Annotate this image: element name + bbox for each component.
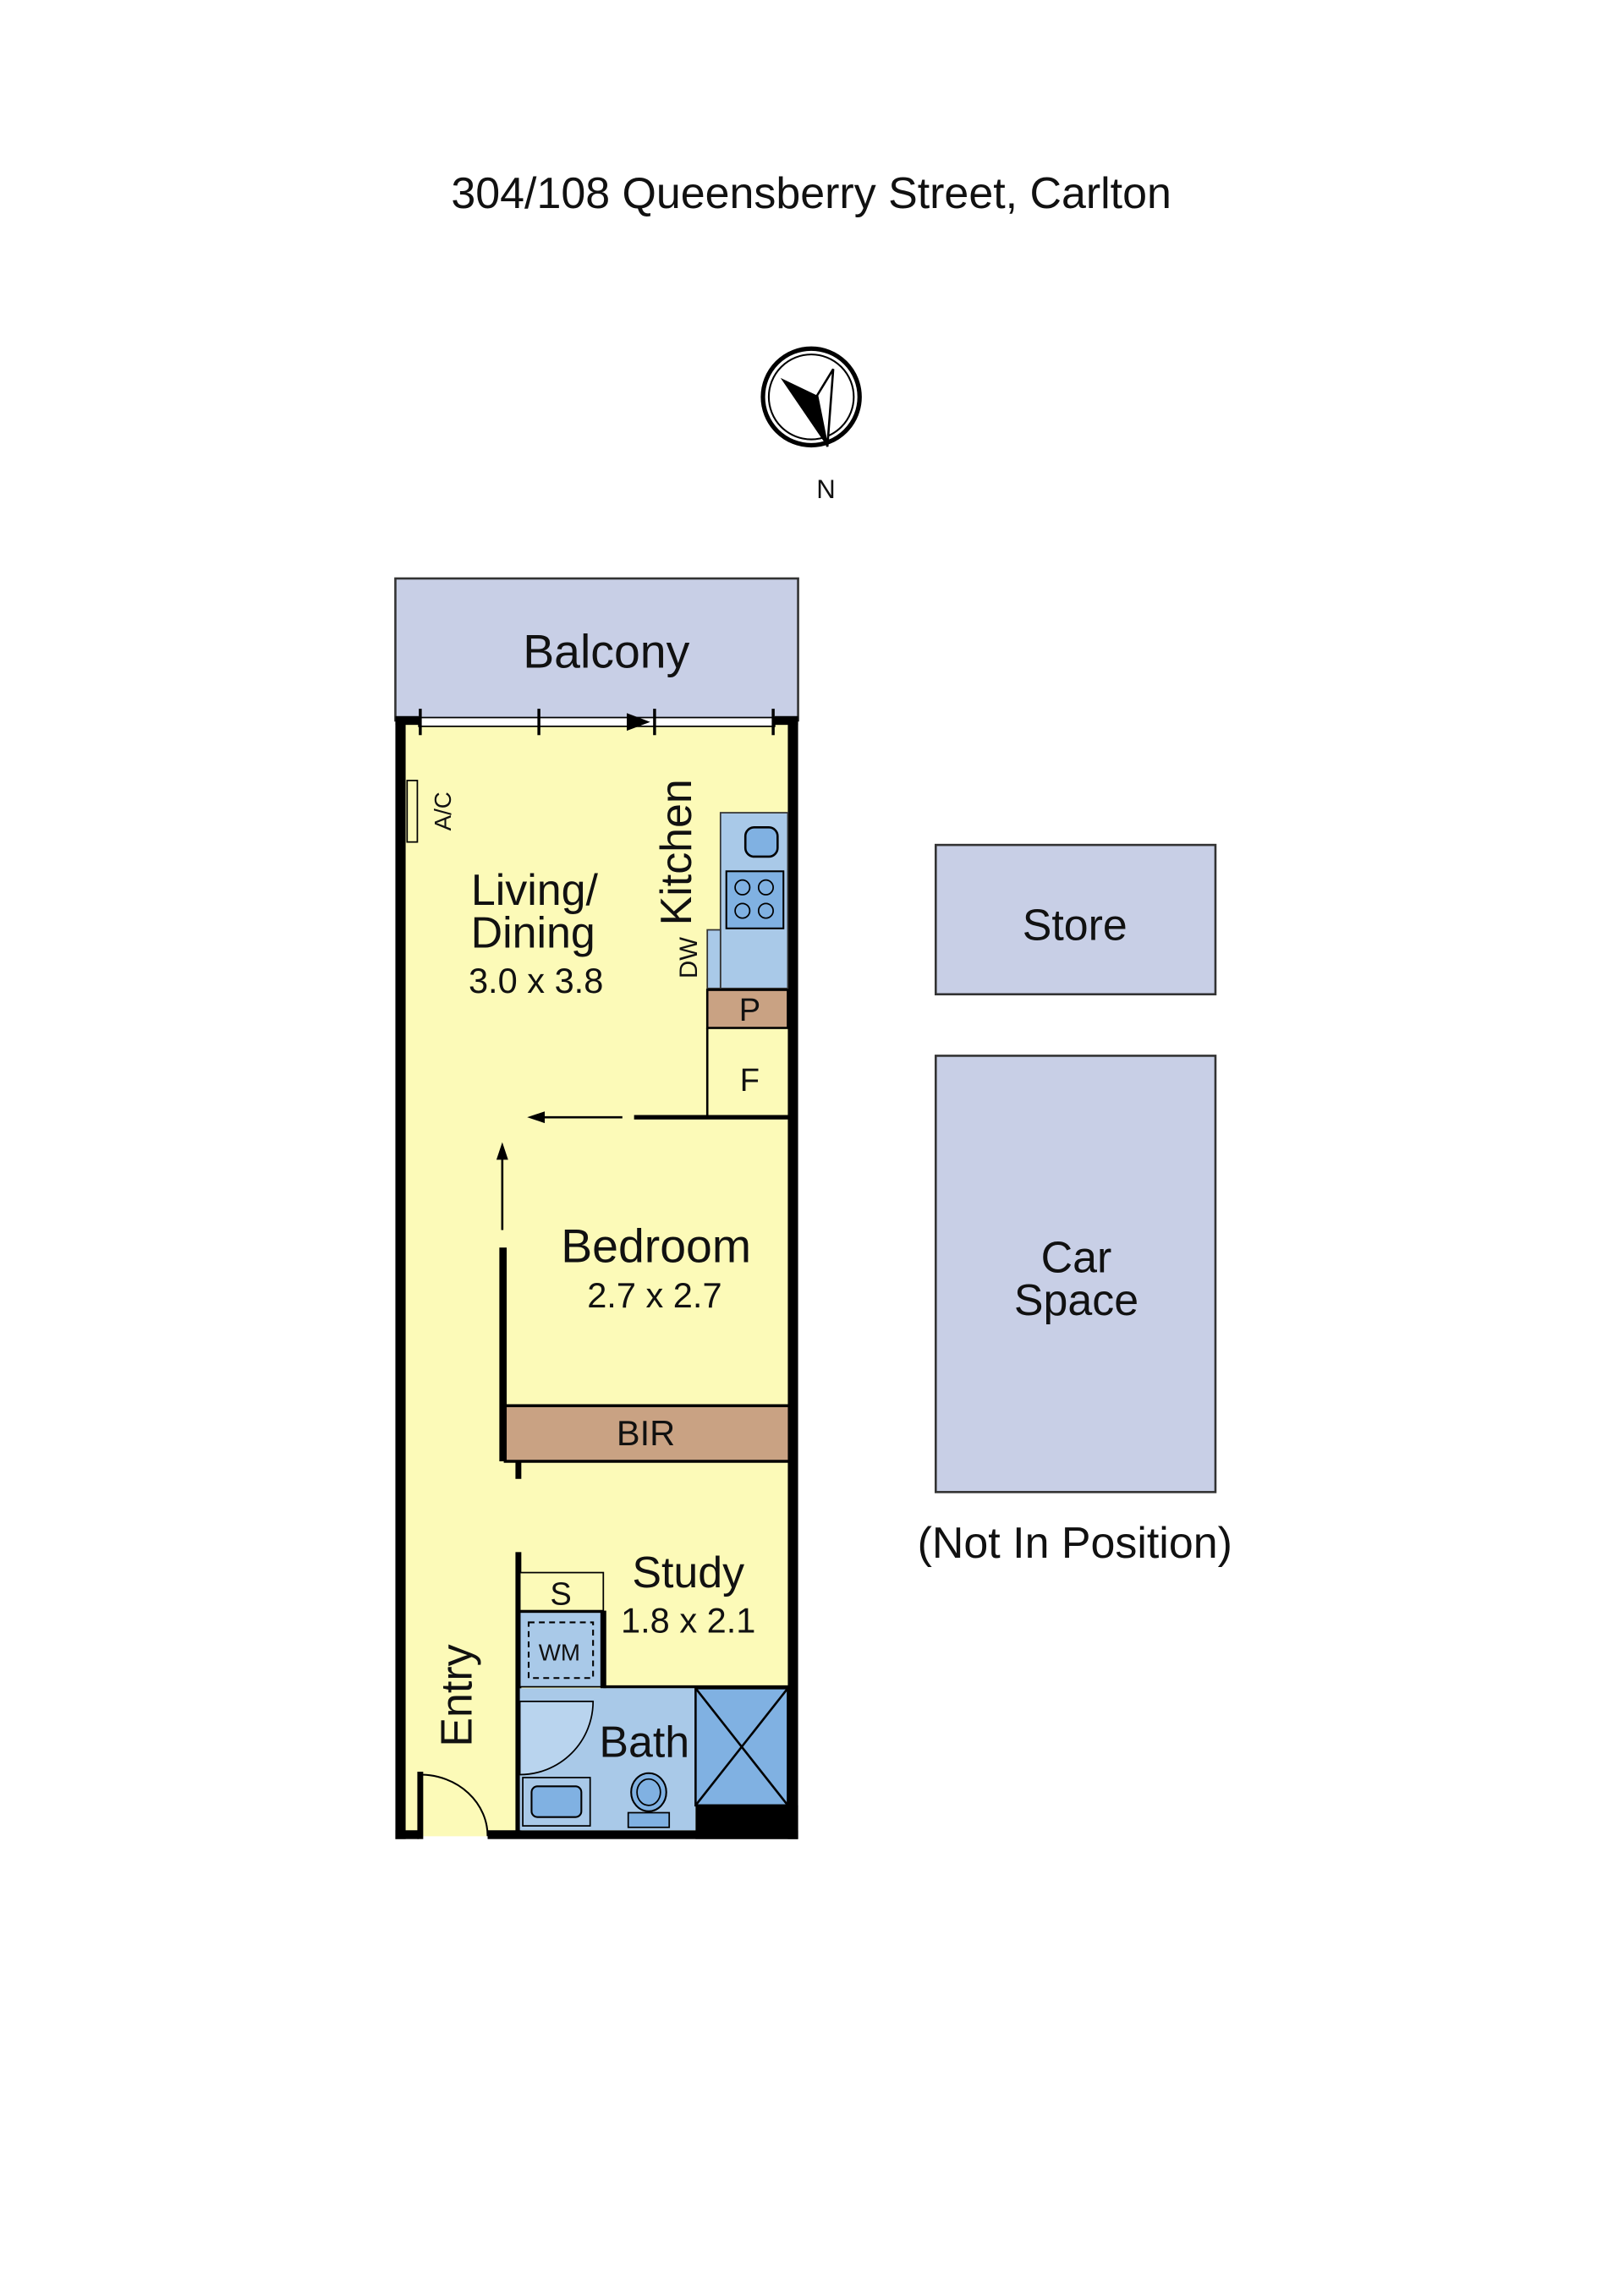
not-in-position-note: (Not In Position) bbox=[918, 1519, 1232, 1568]
bedroom-door-arrow-icon bbox=[496, 1111, 623, 1230]
laundry bbox=[518, 1611, 605, 1688]
dw-label: DW bbox=[675, 937, 703, 978]
balcony bbox=[394, 577, 799, 722]
north-compass-icon: N bbox=[760, 346, 862, 504]
fridge-label: F bbox=[740, 1063, 760, 1099]
entry-label: Entry bbox=[432, 1644, 481, 1746]
wall-bottom bbox=[487, 1830, 798, 1839]
kitchen-label: Kitchen bbox=[652, 779, 701, 925]
bedroom-label: Bedroom bbox=[561, 1220, 751, 1273]
study-label: Study bbox=[632, 1548, 744, 1597]
sliding-door bbox=[418, 709, 776, 736]
car-label-1: Car bbox=[1041, 1234, 1112, 1283]
store-label: Store bbox=[1023, 901, 1127, 951]
storage-label: S bbox=[550, 1577, 571, 1613]
living-label-2: Dining bbox=[471, 908, 595, 957]
wall-right bbox=[787, 717, 798, 1839]
cooktop-icon bbox=[725, 870, 785, 929]
storage-s bbox=[518, 1571, 605, 1612]
washing-machine-icon bbox=[527, 1621, 595, 1680]
bir-label: BIR bbox=[617, 1413, 675, 1453]
bath-door-swing bbox=[518, 1701, 595, 1776]
address-title: 304/108 Queensberry Street, Carlton bbox=[451, 169, 1171, 218]
balcony-label: Balcony bbox=[523, 626, 689, 678]
built-in-robe bbox=[503, 1404, 791, 1463]
sink-icon bbox=[743, 826, 779, 858]
study-size: 1.8 x 2.1 bbox=[621, 1601, 755, 1641]
study-wall bbox=[515, 1552, 522, 1833]
bedroom-wall-left bbox=[499, 1247, 508, 1461]
entry-door[interactable] bbox=[420, 1773, 489, 1837]
store bbox=[934, 843, 1217, 996]
toilet-icon bbox=[627, 1772, 671, 1828]
pantry bbox=[705, 989, 789, 1029]
living-size: 3.0 x 3.8 bbox=[469, 961, 603, 1000]
bath-label: Bath bbox=[599, 1718, 689, 1767]
dishwasher bbox=[706, 929, 721, 989]
wall-left bbox=[395, 717, 406, 1839]
car-label-2: Space bbox=[1014, 1276, 1138, 1325]
car-space bbox=[934, 1055, 1217, 1493]
ac-label: A/C bbox=[430, 792, 456, 830]
duct-icon bbox=[694, 1687, 798, 1839]
wm-label: WM bbox=[539, 1639, 580, 1665]
ac-unit bbox=[406, 780, 419, 843]
wall-bottom-left bbox=[395, 1830, 420, 1839]
bedroom-size: 2.7 x 2.7 bbox=[587, 1275, 721, 1315]
north-label: N bbox=[816, 474, 836, 504]
pantry-label: P bbox=[739, 993, 760, 1028]
living-label-1: Living/ bbox=[471, 866, 599, 915]
